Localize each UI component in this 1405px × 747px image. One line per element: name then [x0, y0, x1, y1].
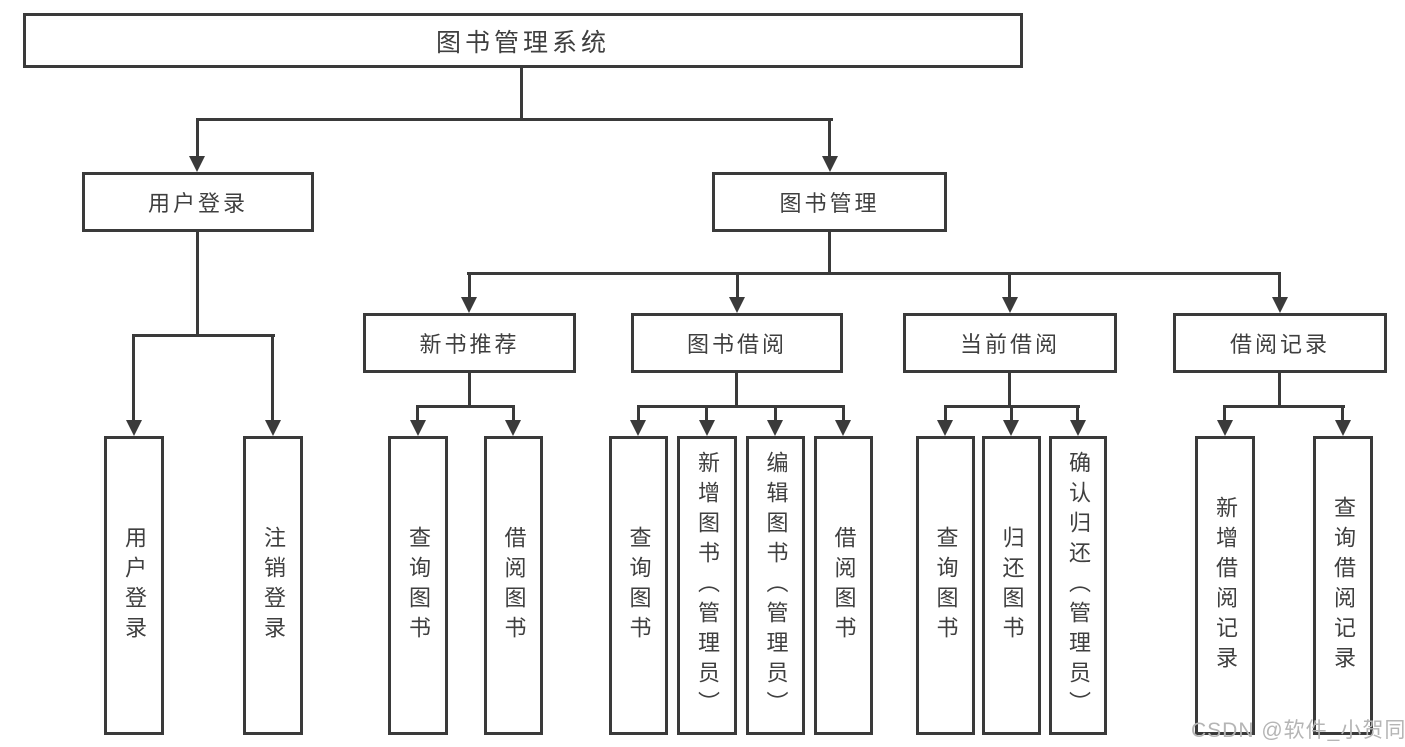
- arrowhead-new-book: [461, 297, 477, 313]
- node-label: 当前借阅: [959, 332, 1060, 357]
- leaf-user-login: 用户登录: [104, 436, 164, 735]
- arrowhead-leaf: [1003, 420, 1019, 436]
- leaf-label: 借阅图书: [831, 525, 857, 646]
- leaf-label: 编辑图书（管理员）: [763, 450, 789, 721]
- arrowhead-current-borrow: [1002, 297, 1018, 313]
- connector-book-borrow-rail: [637, 405, 845, 408]
- connector-current-borrow-down: [1008, 373, 1011, 407]
- leaf-label: 查询图书: [933, 525, 959, 646]
- leaf-label: 确认归还（管理员）: [1066, 450, 1091, 721]
- arrowhead-leaf: [630, 420, 646, 436]
- arrowhead-leaf: [265, 420, 281, 436]
- node-label: 图书管理: [779, 191, 880, 216]
- connector-leaf-drop: [1010, 405, 1013, 422]
- connector-new-book-rail: [416, 405, 515, 408]
- node-book-borrow: 图书借阅: [631, 313, 843, 373]
- leaf-label: 用户登录: [122, 525, 147, 646]
- arrowhead-leaf: [126, 420, 142, 436]
- leaf-label: 注销登录: [261, 525, 286, 646]
- connector-leaf-drop: [637, 405, 640, 422]
- connector-level2-rail: [196, 118, 833, 121]
- connector-leaf-drop: [842, 405, 845, 422]
- connector-leaf-drop: [416, 405, 419, 422]
- leaf-query-book: 查询图书: [916, 436, 975, 735]
- node-root-label: 图书管理系统: [435, 28, 610, 57]
- node-label: 新书推荐: [419, 332, 520, 357]
- node-new-book-recommend: 新书推荐: [363, 313, 576, 373]
- leaf-add-borrow-record: 新增借阅记录: [1195, 436, 1255, 735]
- arrowhead-borrow-record: [1272, 297, 1288, 313]
- connector-leaf-drop: [271, 334, 274, 422]
- leaf-label: 查询图书: [626, 525, 652, 646]
- arrowhead-leaf: [699, 420, 715, 436]
- leaf-return-book: 归还图书: [982, 436, 1041, 735]
- arrowhead-leaf: [410, 420, 426, 436]
- connector-current-borrow-drop: [1008, 272, 1011, 299]
- connector-book-borrow-drop: [736, 272, 739, 299]
- connector-book-borrow-down: [735, 373, 738, 407]
- leaf-label: 归还图书: [999, 525, 1025, 646]
- leaf-borrow-book: 借阅图书: [484, 436, 543, 735]
- leaf-label: 新增图书（管理员）: [695, 450, 720, 721]
- connector-leaf-drop: [944, 405, 947, 422]
- node-root: 图书管理系统: [23, 13, 1023, 68]
- connector-leaf-drop: [132, 334, 135, 422]
- arrowhead-leaf: [1217, 420, 1233, 436]
- arrowhead-book-mgmt: [822, 156, 838, 172]
- node-user-login-module: 用户登录: [82, 172, 314, 232]
- connector-borrow-record-down: [1278, 373, 1281, 407]
- arrowhead-leaf: [767, 420, 783, 436]
- connector-leaf-drop: [1223, 405, 1226, 422]
- arrowhead-leaf: [937, 420, 953, 436]
- leaf-confirm-return-admin: 确认归还（管理员）: [1049, 436, 1107, 735]
- arrowhead-leaf: [835, 420, 851, 436]
- leaf-label: 查询借阅记录: [1331, 495, 1356, 676]
- connector-level3-rail: [467, 272, 1281, 275]
- connector-leaf-drop: [774, 405, 777, 422]
- connector-user-login-down: [196, 232, 199, 336]
- node-label: 用户登录: [147, 191, 248, 216]
- connector-leaf-drop: [1076, 405, 1079, 422]
- leaf-label: 借阅图书: [501, 525, 527, 646]
- node-current-borrow: 当前借阅: [903, 313, 1117, 373]
- connector-user-login-rail: [132, 334, 275, 337]
- connector-user-login-drop: [196, 118, 199, 158]
- leaf-label: 新增借阅记录: [1213, 495, 1238, 676]
- connector-new-book-down: [468, 373, 471, 407]
- connector-borrow-record-rail: [1223, 405, 1345, 408]
- arrowhead-book-borrow: [729, 297, 745, 313]
- leaf-borrow-book: 借阅图书: [814, 436, 873, 735]
- arrowhead-leaf: [505, 420, 521, 436]
- leaf-label: 查询图书: [406, 525, 431, 646]
- connector-leaf-drop: [512, 405, 515, 422]
- node-book-management: 图书管理: [712, 172, 947, 232]
- connector-borrow-record-drop: [1278, 272, 1281, 299]
- node-label: 图书借阅: [686, 332, 787, 357]
- connector-leaf-drop: [1341, 405, 1344, 422]
- node-borrow-record: 借阅记录: [1173, 313, 1387, 373]
- leaf-query-book: 查询图书: [388, 436, 448, 735]
- arrowhead-leaf: [1335, 420, 1351, 436]
- connector-new-book-drop: [468, 272, 471, 299]
- arrowhead-leaf: [1070, 420, 1086, 436]
- leaf-query-book: 查询图书: [609, 436, 668, 735]
- leaf-edit-book-admin: 编辑图书（管理员）: [746, 436, 805, 735]
- leaf-query-borrow-record: 查询借阅记录: [1313, 436, 1373, 735]
- arrowhead-user-login: [189, 156, 205, 172]
- connector-root-drop: [520, 68, 523, 120]
- connector-book-mgmt-down: [828, 232, 831, 274]
- connector-book-mgmt-drop: [828, 118, 831, 158]
- node-label: 借阅记录: [1229, 332, 1330, 357]
- csdn-watermark: CSDN @软件_小贺同学: [1191, 719, 1405, 742]
- leaf-logout: 注销登录: [243, 436, 303, 735]
- leaf-add-book-admin: 新增图书（管理员）: [677, 436, 737, 735]
- connector-leaf-drop: [705, 405, 708, 422]
